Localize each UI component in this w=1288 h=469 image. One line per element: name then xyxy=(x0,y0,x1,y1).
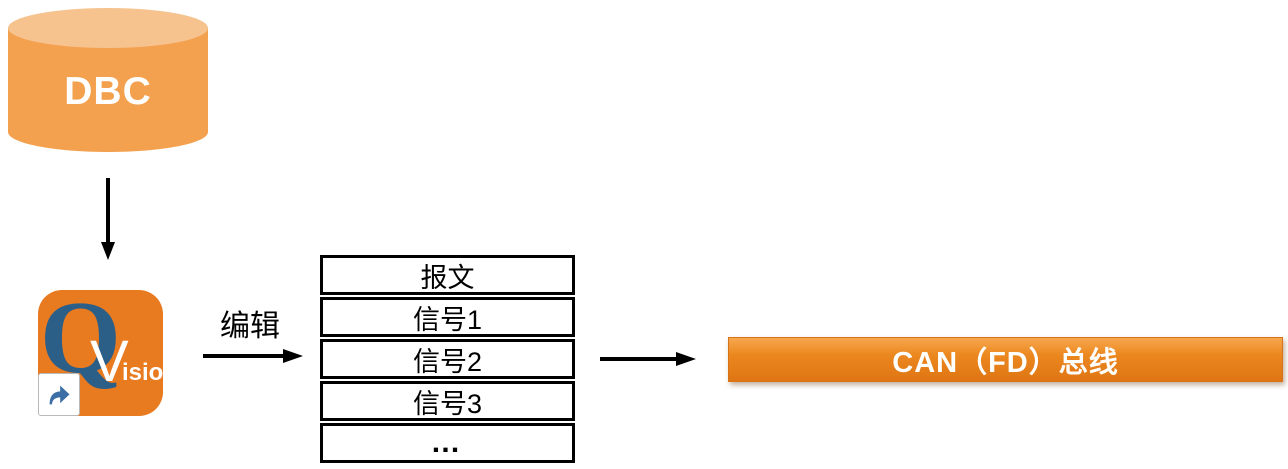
bus-right-arrow-icon xyxy=(600,350,696,368)
qvision-app-icon: Q V ision xyxy=(38,280,178,416)
can-fd-bus-label: CAN（FD）总线 xyxy=(892,346,1119,379)
edit-step-label: 编辑 xyxy=(220,310,280,343)
can-fd-bus-bar: CAN（FD）总线 xyxy=(728,337,1283,382)
qvision-v-letter: V xyxy=(90,329,129,394)
shortcut-arrow-icon xyxy=(38,373,80,416)
table-row-signal3: 信号3 xyxy=(320,381,575,421)
down-arrow-icon xyxy=(100,178,116,260)
edit-right-arrow-icon xyxy=(203,347,303,365)
table-row-signal1: 信号1 xyxy=(320,297,575,337)
table-row-signal2: 信号2 xyxy=(320,339,575,379)
table-row-message: 报文 xyxy=(320,255,575,295)
table-row-ellipsis: … xyxy=(320,423,575,463)
database-label: DBC xyxy=(64,70,152,113)
database-cylinder-shape xyxy=(8,8,208,152)
dbc-database-cylinder: DBC xyxy=(0,0,216,170)
qvision-name-suffix: ision xyxy=(122,359,179,386)
message-signal-table: 报文 信号1 信号2 信号3 … xyxy=(320,255,575,463)
